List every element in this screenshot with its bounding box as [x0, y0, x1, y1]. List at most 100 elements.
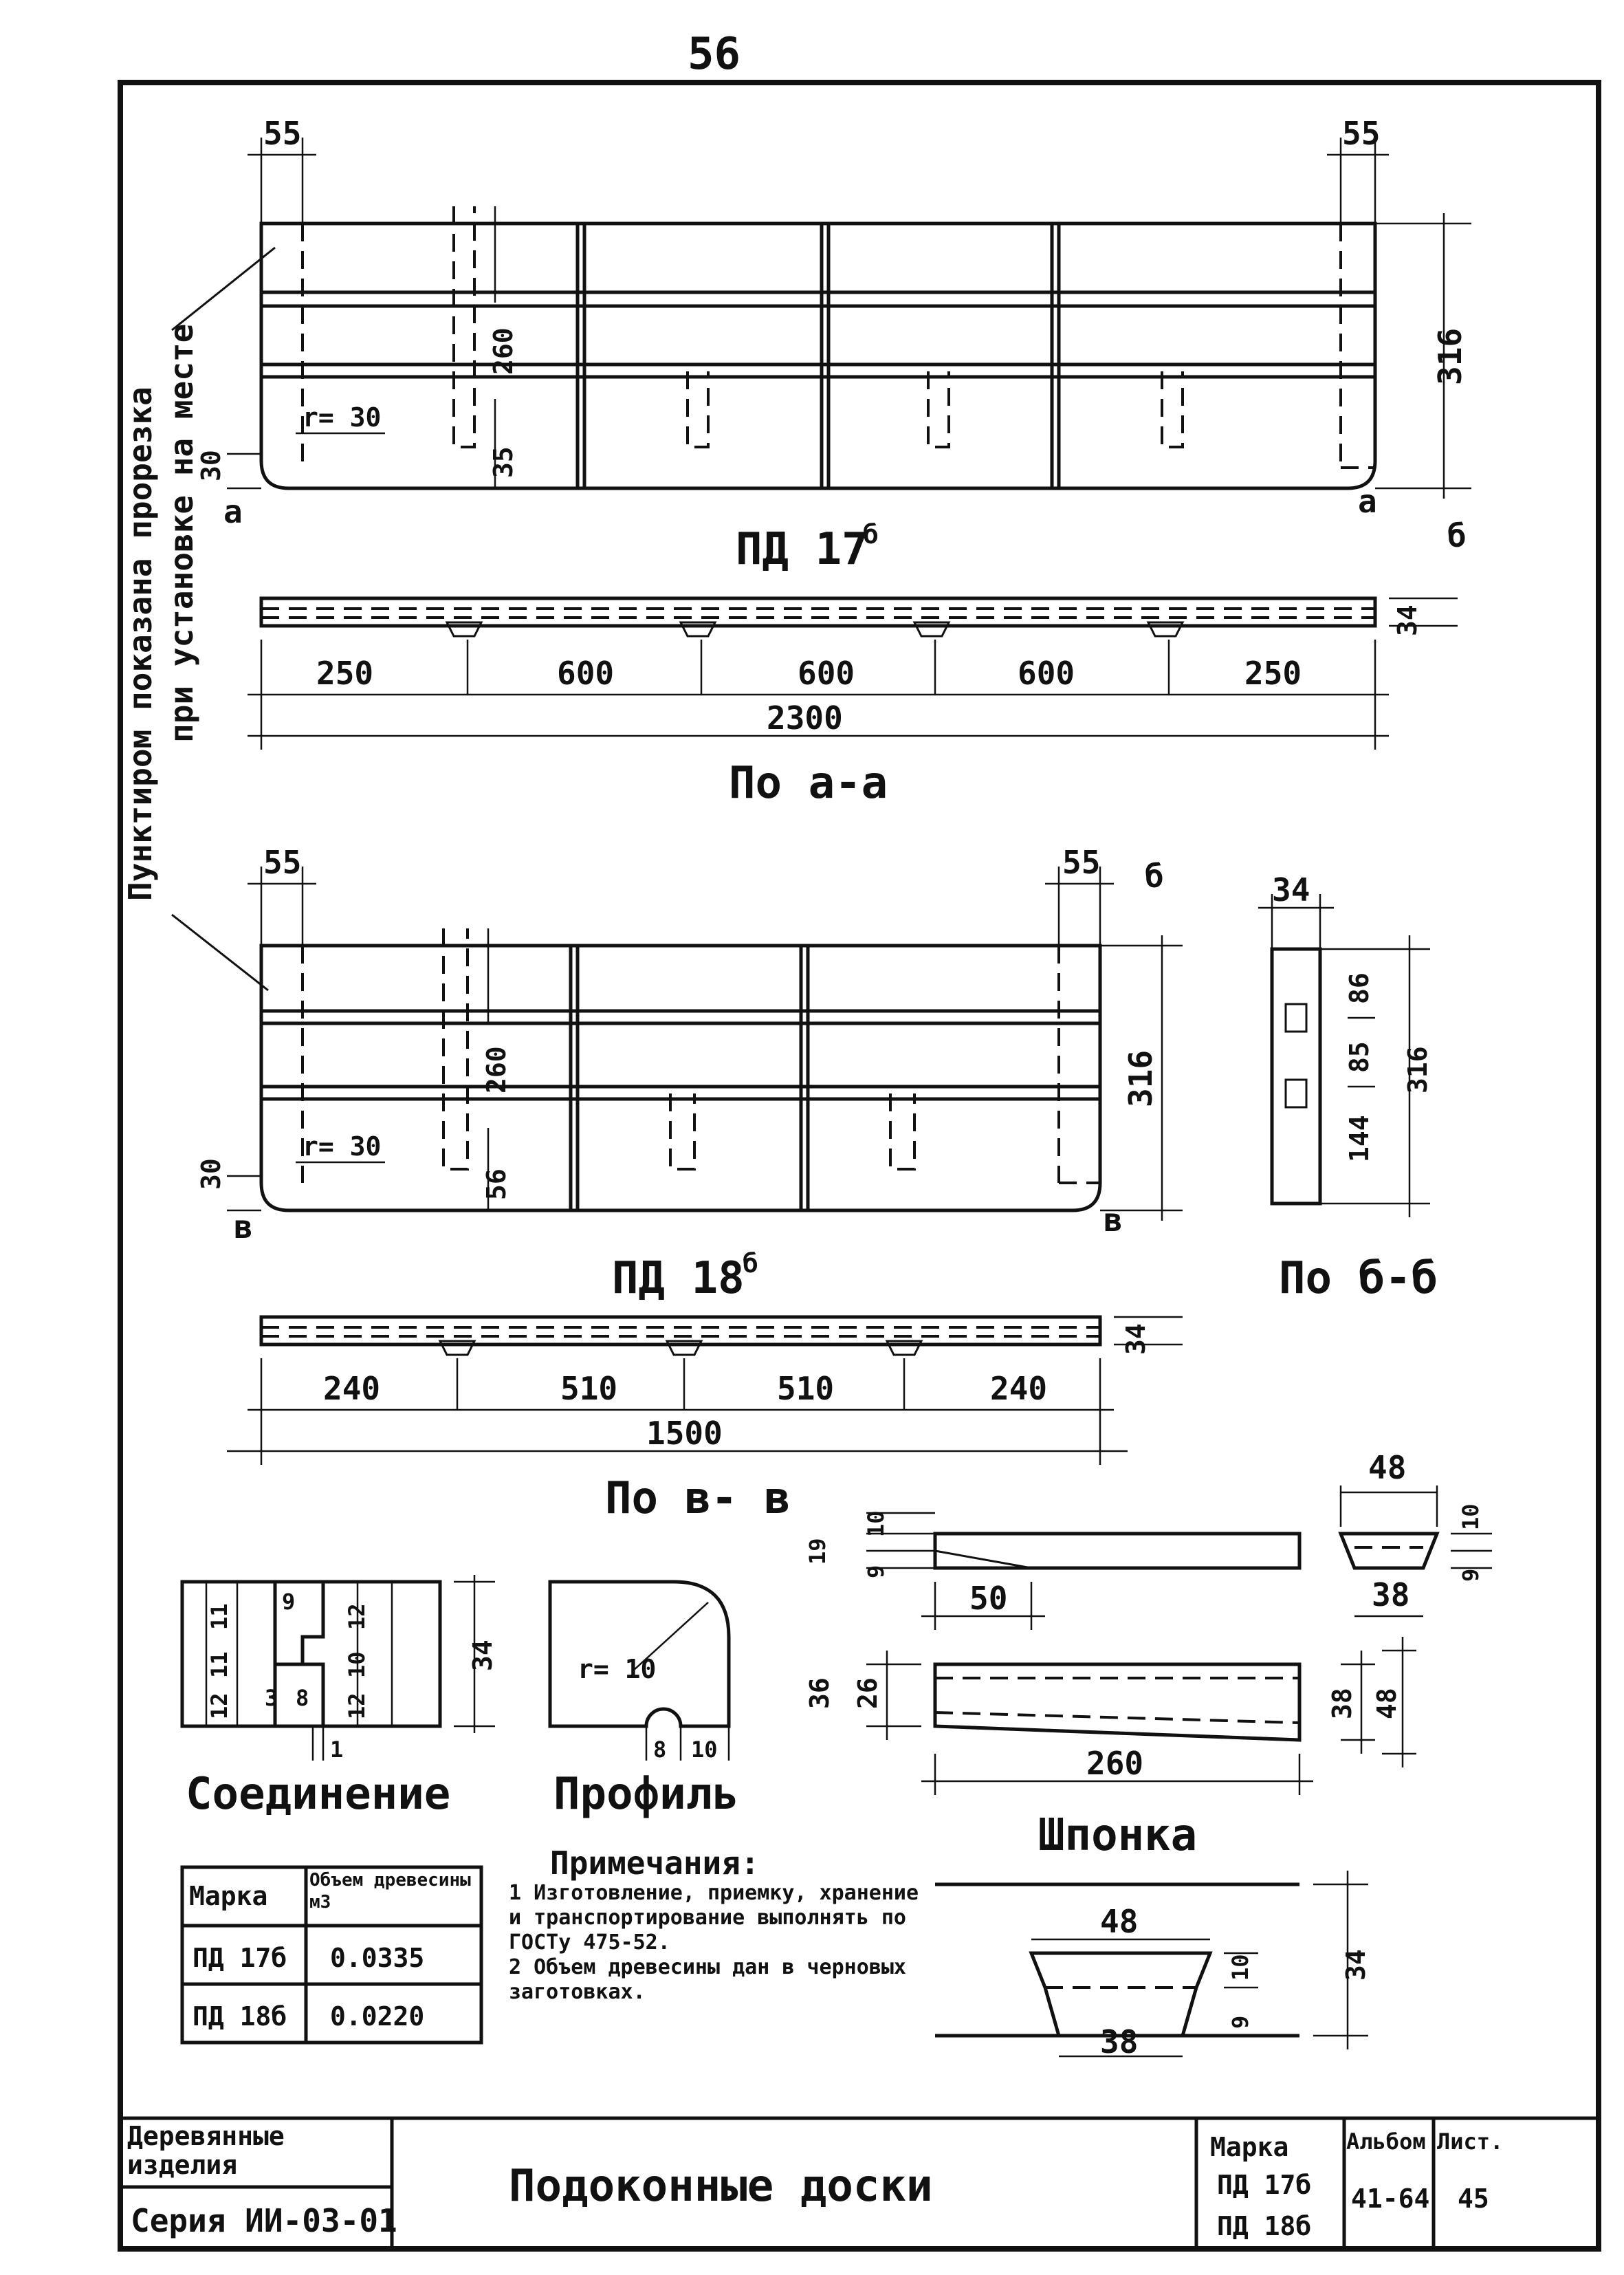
- key-side-dim-5: 48: [1372, 1688, 1402, 1719]
- section-bb-dim85: 85: [1344, 1041, 1374, 1073]
- key-top-dim-3: 9: [863, 1565, 889, 1578]
- joint-dim-11: 34: [468, 1640, 498, 1671]
- title-block-album-label: Альбом: [1346, 2129, 1426, 2155]
- key-front-dim-3: 10: [1227, 1954, 1253, 1981]
- profile-dim-1: 8: [653, 1737, 666, 1763]
- board-b-cut-v-left: в: [234, 1208, 253, 1245]
- key-top-dim-7: 9: [1458, 1569, 1484, 1582]
- board-a-dim35: 35: [488, 446, 518, 478]
- notes-body: 1 Изготовление, приемку, хранение и тран…: [509, 1881, 919, 2004]
- key-title: Шпонка: [1038, 1810, 1197, 1861]
- board-b-span-2: 510: [560, 1370, 617, 1407]
- profile-radius: r= 10: [578, 1654, 656, 1684]
- title-block-mark-label: Марка: [1210, 2132, 1288, 2162]
- joint-dim-1: 9: [282, 1589, 295, 1615]
- key-front-dim-2: 34: [1341, 1949, 1371, 1981]
- key-side-dim-3: 260: [1086, 1745, 1143, 1782]
- board-b-radius: r= 30: [303, 1131, 381, 1162]
- board-a-title: ПД 17: [736, 524, 868, 575]
- key-side-dim-1: 36: [804, 1677, 835, 1709]
- board-a-span-1: 250: [316, 655, 373, 692]
- key-front-dim-4: 9: [1227, 2016, 1253, 2029]
- title-block-left-top: Деревянные изделия: [127, 2122, 285, 2180]
- side-note-line1: Пунктиром показана прорезка: [122, 387, 159, 901]
- volume-row-2-mark: ПД 18б: [193, 2001, 287, 2032]
- joint-dim-9: 8: [296, 1685, 309, 1711]
- board-a-title-sup: б: [863, 519, 879, 549]
- volume-row-1-mark: ПД 17б: [193, 1943, 287, 1973]
- key-top-dim-8: 38: [1372, 1576, 1409, 1613]
- section-bb-dim144: 144: [1344, 1115, 1374, 1162]
- leader-b: [171, 913, 269, 992]
- board-b-title: ПД 18: [612, 1253, 745, 1304]
- board-b-span-3: 510: [777, 1370, 834, 1407]
- key-top-dim-4: 50: [969, 1580, 1007, 1617]
- board-b-section-title: По в- в: [605, 1473, 791, 1524]
- title-block-sheet-value: 45: [1458, 2184, 1489, 2214]
- volume-table-header-mark: Марка: [189, 1881, 267, 1911]
- board-a-outline: [259, 221, 1377, 490]
- key-details: [866, 1485, 1492, 2058]
- board-a-dim30: 30: [196, 450, 226, 481]
- board-b-dim30: 30: [196, 1158, 226, 1190]
- board-b-dim55-right: 55: [1062, 844, 1100, 881]
- board-a-dim55-right: 55: [1342, 115, 1380, 152]
- board-a-dim260: 260: [488, 327, 518, 375]
- board-a-dim55: [248, 138, 1389, 224]
- board-a-section-title: По а-а: [729, 758, 888, 809]
- volume-row-1-volume: 0.0335: [330, 1943, 424, 1973]
- joint-detail: [180, 1575, 495, 1761]
- title-block-center: Подоконные доски: [509, 2161, 933, 2212]
- board-a-cut-a-right: а: [1358, 483, 1377, 520]
- board-b-title-sup: б: [743, 1248, 758, 1278]
- section-bb-title: По б-б: [1279, 1253, 1438, 1304]
- board-a-cut-a-left: а: [223, 493, 243, 530]
- volume-table-header-volume: Объем древесины м3: [309, 1870, 471, 1913]
- section-bb-dim86: 86: [1344, 972, 1374, 1004]
- board-b-dim56: 56: [481, 1168, 512, 1200]
- board-b-dim55-left: 55: [263, 844, 301, 881]
- board-a-dim316: 316: [1431, 328, 1469, 385]
- board-b-dim316: 316: [1122, 1050, 1159, 1107]
- key-top-dim-5: 48: [1368, 1449, 1406, 1486]
- joint-dim-6: 11: [206, 1651, 232, 1678]
- side-note-line2: при установке на месте: [163, 324, 200, 743]
- title-block-mark-2: ПД 18б: [1217, 2211, 1311, 2241]
- board-a-grooves: [261, 290, 1375, 379]
- board-a-section-outline: [259, 596, 1377, 628]
- board-a-section: [248, 596, 1458, 750]
- joint-dim-5: 11: [206, 1603, 232, 1630]
- joint-dim-7: 12: [206, 1692, 232, 1719]
- joint-dim-8: 3: [265, 1685, 278, 1711]
- title-block-left-top-box: Деревянные изделия: [127, 2122, 285, 2180]
- board-b-cut-v-right: в: [1104, 1201, 1123, 1239]
- board-b-outline: [259, 944, 1102, 1212]
- volume-table: [180, 1865, 483, 2045]
- board-b-total: 1500: [646, 1415, 723, 1452]
- board-a-span-5: 250: [1244, 655, 1302, 692]
- board-b-cut-b: б: [1145, 858, 1164, 895]
- key-top-dim-6: 10: [1458, 1503, 1484, 1530]
- volume-table-header-volume-box: Объем древесины м3: [309, 1870, 471, 1913]
- title-block: [120, 2116, 1599, 2249]
- title-block-sheet-label: Лист.: [1437, 2129, 1503, 2155]
- board-a-breaks: [575, 224, 1061, 488]
- board-a-total: 2300: [767, 699, 843, 737]
- board-a-radius: r= 30: [303, 402, 381, 433]
- joint-dim-2: 12: [344, 1603, 370, 1630]
- key-front-dim-1: 48: [1100, 1903, 1138, 1940]
- note-2: 2 Объем древесины дан в черновых заготов…: [509, 1955, 906, 2004]
- board-b-dim34: 34: [1121, 1323, 1151, 1355]
- key-front-dim-5: 38: [1100, 2023, 1138, 2060]
- title-block-mark-1: ПД 17б: [1217, 2170, 1311, 2200]
- board-a-span-2: 600: [557, 655, 614, 692]
- side-note: Пунктиром показана прорезка при установк…: [122, 324, 200, 901]
- joint-dim-4: 12: [344, 1692, 370, 1719]
- board-a-plan: [227, 138, 1471, 499]
- board-a-cut-b: б: [1447, 517, 1467, 554]
- key-side-dim-4: 38: [1327, 1688, 1357, 1719]
- board-a-span-4: 600: [1018, 655, 1075, 692]
- page-number: 56: [688, 29, 740, 80]
- title-block-album-value: 41-64: [1351, 2184, 1429, 2214]
- key-side-dim-2: 26: [853, 1677, 883, 1709]
